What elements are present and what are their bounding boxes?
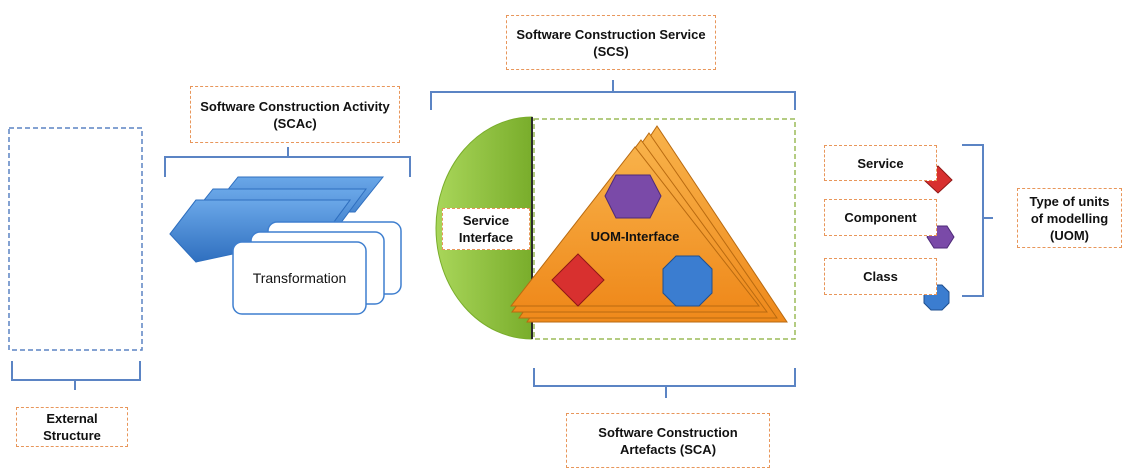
triangle-purple-hexagon bbox=[604, 174, 662, 219]
transformation-cards bbox=[232, 221, 402, 315]
legend-component-label: Component bbox=[824, 199, 937, 236]
sca-bracket bbox=[533, 368, 796, 398]
triangle-blue-octagon bbox=[662, 255, 713, 307]
uom-label: Type of units of modelling (UOM) bbox=[1017, 188, 1122, 248]
service-interface-label: Service Interface bbox=[442, 208, 530, 250]
scac-bracket bbox=[164, 147, 411, 177]
external-structure-bracket bbox=[11, 361, 141, 390]
scs-bracket bbox=[430, 80, 796, 110]
sca-label: Software Construction Artefacts (SCA) bbox=[566, 413, 770, 468]
uom-interface-label: UOM-Interface bbox=[590, 229, 680, 244]
transformation-label: Transformation bbox=[252, 270, 347, 286]
legend-service-label: Service bbox=[824, 145, 937, 181]
external-structure-label: External Structure bbox=[16, 407, 128, 447]
uom-bracket bbox=[962, 144, 993, 297]
external-structure-box bbox=[8, 127, 143, 351]
triangle-red-diamond bbox=[551, 253, 605, 307]
scs-label: Software Construction Service (SCS) bbox=[506, 15, 716, 70]
scac-label: Software Construction Activity (SCAc) bbox=[190, 86, 400, 143]
legend-class-label: Class bbox=[824, 258, 937, 295]
sca-dashed-box bbox=[533, 118, 796, 340]
activity-chevron-stack bbox=[169, 176, 385, 263]
uom-triangle-stack bbox=[509, 125, 788, 323]
